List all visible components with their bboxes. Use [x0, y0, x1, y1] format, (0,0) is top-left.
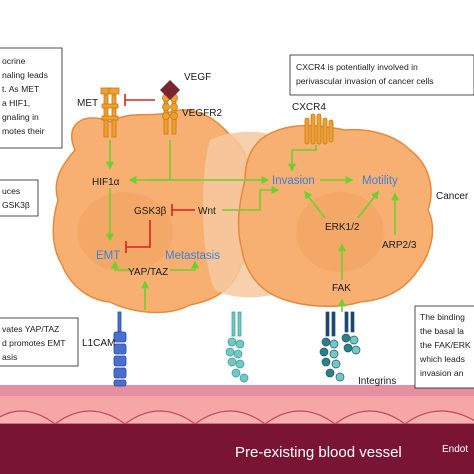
integrin-right-2 [341, 311, 361, 355]
yaptaz-label: YAP/TAZ [128, 267, 168, 278]
met-receptor [100, 87, 120, 138]
gsk3b-inhibits-emt [126, 220, 151, 248]
cancer-label: Cancer [436, 191, 469, 202]
svg-text:naling leads: naling leads [2, 70, 48, 80]
erk12-label: ERK1/2 [325, 222, 360, 233]
cxcr4-to-invasion [288, 145, 317, 172]
l1cam-label: L1CAM [82, 338, 115, 349]
svg-text:The binding: The binding [420, 312, 465, 322]
cxcr4-receptor [304, 113, 334, 145]
vegf-ligand-icon [160, 80, 180, 100]
wnt-to-invasion [222, 186, 280, 211]
endothelial-cells [0, 410, 474, 425]
invasion-label: Invasion [272, 175, 315, 187]
motility-label: Motility [362, 175, 398, 187]
vegfr2-label: VEGFR2 [182, 108, 222, 119]
emt-label: EMT [96, 250, 120, 262]
arp23-label: ARP2/3 [382, 240, 417, 251]
vessel-lumen [0, 424, 474, 474]
cxcr4-label: CXCR4 [292, 102, 326, 113]
svg-text:a HIF1,: a HIF1, [2, 98, 30, 108]
svg-text:vates YAP/TAZ: vates YAP/TAZ [2, 324, 59, 334]
svg-text:which leads: which leads [419, 354, 465, 364]
svg-text:the basal la: the basal la [420, 326, 464, 336]
erk-to-motility [357, 190, 379, 219]
hif1a-label: HIF1α [92, 177, 120, 188]
svg-text:ocrine: ocrine [2, 56, 26, 66]
svg-text:t. As MET: t. As MET [2, 84, 40, 94]
met-label: MET [77, 98, 98, 109]
note-box-bottom-left: vates YAP/TAZ d promotes EMT asis [0, 317, 79, 367]
svg-text:d promotes EMT: d promotes EMT [2, 338, 66, 348]
wnt-label: Wnt [198, 206, 216, 217]
endothelium-label: Endot [442, 444, 468, 455]
note-box-top-left: ocrine naling leads t. As MET a HIF1, gn… [0, 47, 63, 149]
integrins-label: Integrins [358, 376, 396, 387]
svg-text:the FAK/ERK: the FAK/ERK [420, 340, 471, 350]
vessel-label: Pre-existing blood vessel [235, 444, 402, 461]
metastasis-label: Metastasis [165, 250, 220, 262]
note-box-mid-left: uces GSK3β [0, 179, 39, 217]
integrin-middle [225, 311, 249, 383]
note-box-top-right: CXCR4 is potentially involved in perivas… [289, 54, 474, 96]
svg-text:uces: uces [2, 186, 20, 196]
fak-label: FAK [332, 283, 351, 294]
erk-to-invasion [304, 190, 326, 219]
svg-text:gnaling in: gnaling in [2, 112, 39, 122]
svg-text:GSK3β: GSK3β [2, 200, 30, 210]
yaptaz-to-metastasis [170, 260, 199, 271]
vegf-label: VEGF [184, 72, 211, 83]
svg-text:CXCR4 is potentially involved: CXCR4 is potentially involved in [296, 62, 418, 72]
l1cam-receptor [113, 311, 127, 387]
note-box-bottom-right: The binding the basal la the FAK/ERK whi… [414, 305, 474, 389]
nucleus-left [77, 192, 173, 272]
integrin-right [319, 311, 345, 382]
basal-lamina [0, 385, 474, 397]
gsk3b-label: GSK3β [134, 206, 167, 217]
svg-text:motes their: motes their [2, 126, 45, 136]
yaptaz-to-emt [111, 260, 130, 271]
svg-text:invasion an: invasion an [420, 368, 464, 378]
blood-vessel: Pre-existing blood vessel Endot [0, 385, 474, 474]
pathway-arrows [106, 94, 399, 312]
svg-text:perivascular invasion of cance: perivascular invasion of cancer cells [296, 76, 434, 86]
svg-text:asis: asis [2, 352, 17, 362]
